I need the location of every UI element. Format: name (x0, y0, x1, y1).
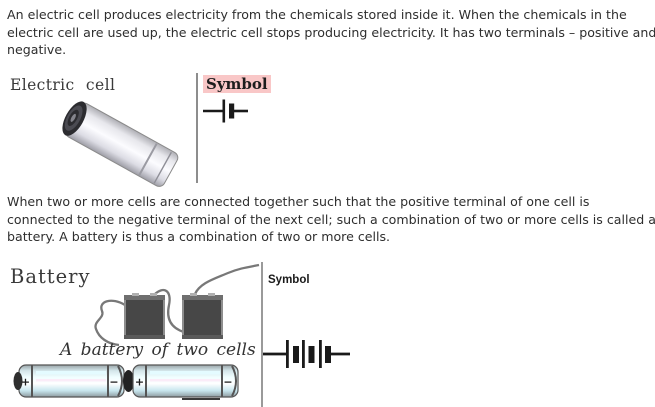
battery-symbol-label: Symbol (268, 274, 310, 286)
cell-junction (123, 370, 134, 392)
cell1-positive-nub (13, 372, 23, 390)
electric-cell-illustration (62, 101, 179, 187)
vertical-divider-battery-section (261, 262, 263, 407)
right-wire (193, 263, 260, 295)
cell2-highlight-streak (150, 371, 220, 375)
cell-end-ring (153, 151, 172, 184)
battery-heading: Battery (10, 265, 91, 288)
battery-caption: A battery of two cells (60, 340, 256, 360)
battery-paragraph: When two or more cells are connected tog… (7, 194, 655, 245)
middle-wire (153, 288, 185, 334)
cell2-negative-terminal: − (223, 376, 232, 389)
cell-top-button (70, 113, 76, 122)
cell2-positive-terminal: + (135, 376, 144, 389)
electric-cell-heading: Electric cell (10, 76, 116, 94)
cell1-pink-streak (36, 379, 106, 382)
three-cell-battery-circuit-symbol-icon (263, 340, 350, 368)
cell-ring (138, 143, 158, 176)
square-cell-1 (124, 293, 165, 339)
cell1-negative-terminal: − (109, 376, 118, 389)
square-cell-2 (182, 293, 223, 339)
cropped-figure-edge (182, 398, 220, 400)
square-cells-illustration (94, 263, 260, 347)
left-wire (94, 299, 126, 347)
single-cell-circuit-symbol-icon (203, 99, 248, 123)
intro-paragraph: An electric cell produces electricity fr… (7, 7, 655, 58)
cell-symbol-label: Symbol (203, 75, 271, 93)
cell1-highlight-streak (36, 371, 106, 375)
cell2-pink-streak (150, 379, 220, 382)
vertical-divider-cell-section (196, 73, 198, 183)
two-cell-battery-illustration: + − + − (13, 364, 239, 398)
cell1-positive-terminal: + (21, 376, 30, 389)
